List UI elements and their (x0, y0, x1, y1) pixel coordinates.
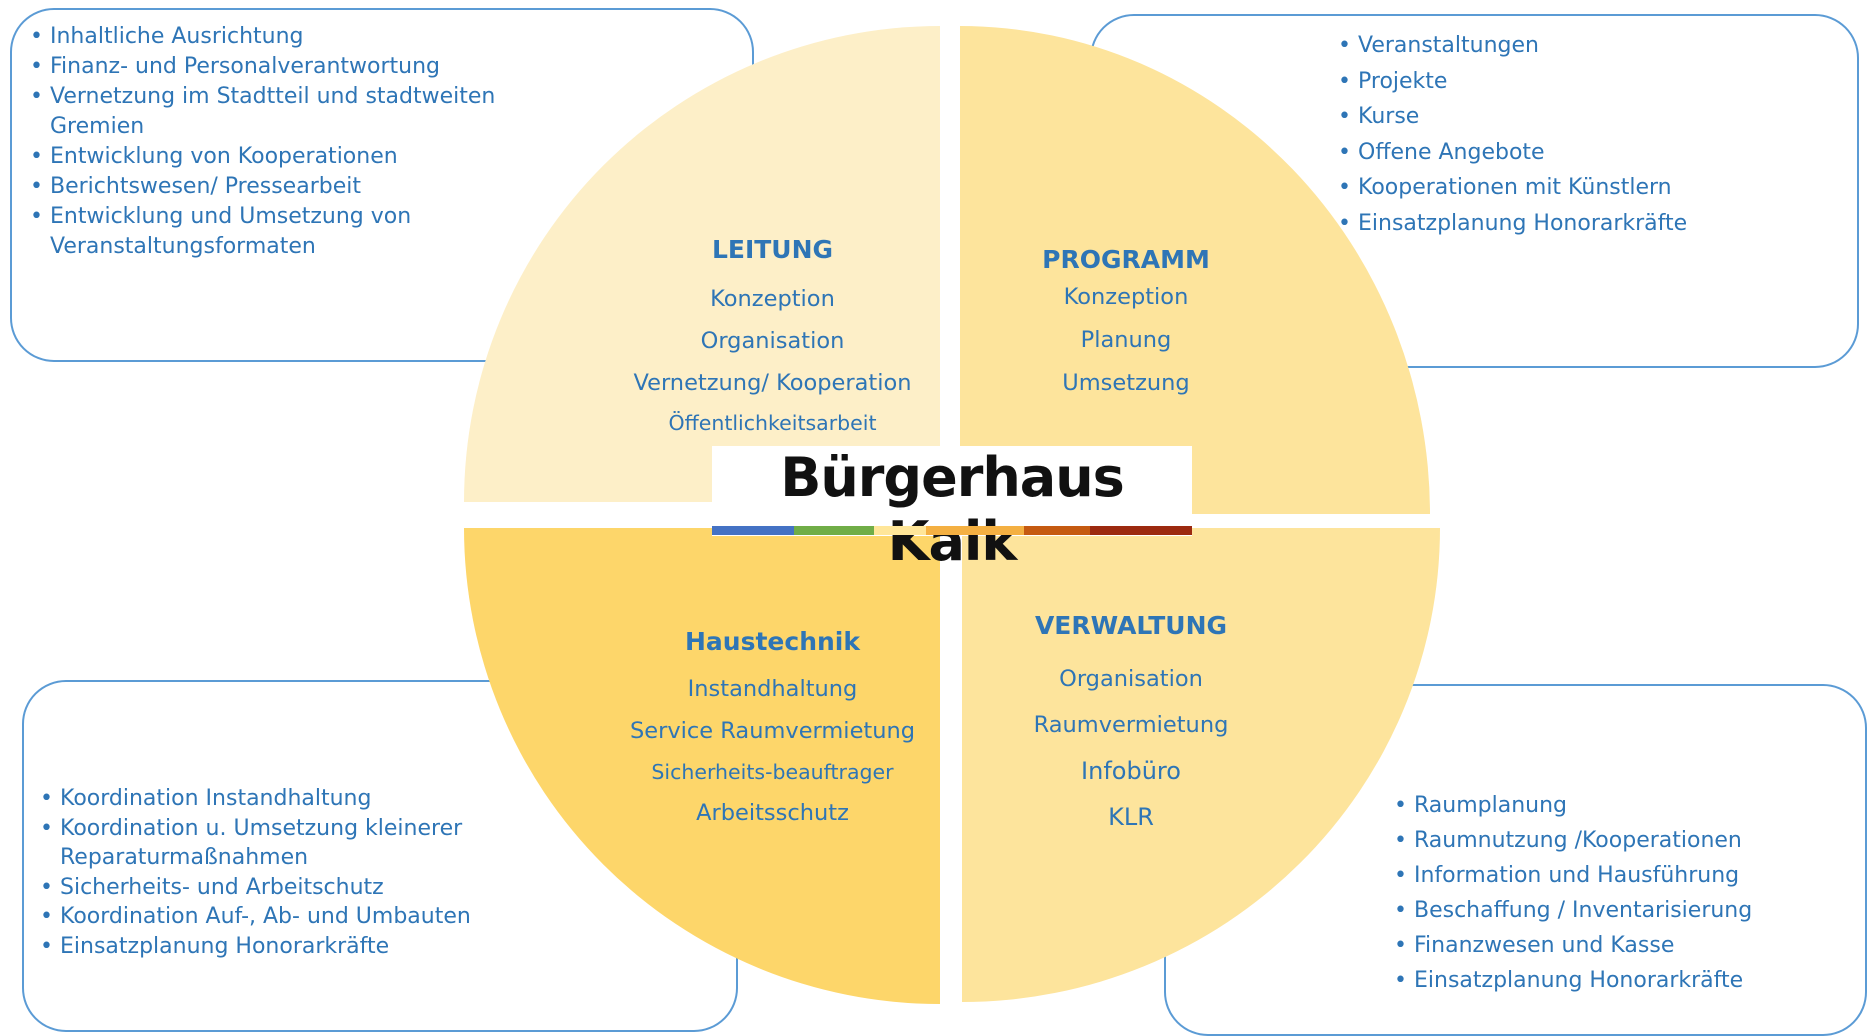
logo-bar-segment (1090, 526, 1192, 535)
bullet-item: Koordination Auf-, Ab- und Umbauten (40, 902, 520, 932)
logo-bar-segment (926, 526, 1024, 535)
logo-color-bar (712, 526, 1192, 535)
bullet-item: Vernetzung im Stadtteil und stadtweiten … (30, 82, 510, 142)
leitung-item: Konzeption (710, 286, 835, 312)
bullet-item: Veranstaltungen (1338, 28, 1778, 64)
bullet-item: Sicherheits- und Arbeitschutz (40, 873, 520, 903)
haustechnik-item: Instandhaltung (687, 676, 858, 702)
quadrant-programm (960, 26, 1430, 514)
programm-title: PROGRAMM (1042, 245, 1210, 274)
bullet-item: Kooperationen mit Künstlern (1338, 170, 1778, 206)
quadrant-haustechnik (464, 528, 940, 1004)
bullet-item: Information und Hausführung (1394, 858, 1834, 893)
verwaltung-detail-list: RaumplanungRaumnutzung /KooperationenInf… (1394, 788, 1834, 998)
bullet-item: Kurse (1338, 99, 1778, 135)
quadrant-leitung (464, 26, 940, 502)
leitung-item: Vernetzung/ Kooperation (633, 370, 912, 396)
bullet-item: Raumnutzung /Kooperationen (1394, 823, 1834, 858)
verwaltung-item: Raumvermietung (1033, 712, 1229, 738)
leitung-title: LEITUNG (711, 235, 834, 264)
verwaltung-text: VERWALTUNG Organisation Raumvermietung I… (1002, 606, 1260, 840)
verwaltung-item: Infobüro (1081, 757, 1181, 785)
haustechnik-title: Haustechnik (685, 627, 860, 656)
logo-bar-segment (712, 526, 794, 535)
bullet-item: Koordination u. Umsetzung kleinerer Repa… (40, 814, 520, 873)
bullet-item: Einsatzplanung Honorarkräfte (1394, 963, 1834, 998)
leitung-detail-list: Inhaltliche AusrichtungFinanz- und Perso… (30, 22, 510, 262)
haustechnik-item: Arbeitsschutz (696, 800, 849, 826)
haustechnik-detail-list: Koordination InstandhaltungKoordination … (40, 784, 520, 961)
bullet-item: Einsatzplanung Honorarkräfte (40, 932, 520, 962)
bullet-item: Inhaltliche Ausrichtung (30, 22, 510, 52)
leitung-item: Organisation (700, 328, 845, 354)
logo-bar-segment (1024, 526, 1090, 535)
bullet-item: Beschaffung / Inventarisierung (1394, 893, 1834, 928)
bullet-item: Raumplanung (1394, 788, 1834, 823)
verwaltung-item: Organisation (1059, 666, 1203, 692)
verwaltung-title: VERWALTUNG (1034, 611, 1228, 640)
quadrant-verwaltung (962, 528, 1440, 1002)
logo-title: Bürgerhaus Kalk (780, 446, 1125, 573)
haustechnik-item: Sicherheits-beauftrager (651, 760, 894, 784)
programm-text: PROGRAMM Konzeption Planung Umsetzung (1010, 240, 1242, 405)
bullet-item: Koordination Instandhaltung (40, 784, 520, 814)
logo-bar-segment (794, 526, 874, 535)
logo-bar-segment (874, 526, 926, 535)
bullet-item: Projekte (1338, 64, 1778, 100)
leitung-item: Öffentlichkeitsarbeit (668, 411, 877, 435)
bullet-item: Finanz- und Personalverantwortung (30, 52, 510, 82)
bullet-item: Einsatzplanung Honorarkräfte (1338, 206, 1778, 242)
buergerhaus-kalk-logo: Bürgerhaus Kalk (712, 446, 1192, 573)
bullet-item: Berichtswesen/ Pressearbeit (30, 172, 510, 202)
haustechnik-item: Service Raumvermietung (629, 718, 916, 744)
bullet-item: Offene Angebote (1338, 135, 1778, 171)
programm-item: Konzeption (1063, 284, 1189, 310)
haustechnik-text: Haustechnik Instandhaltung Service Raumv… (600, 622, 945, 834)
bullet-item: Finanzwesen und Kasse (1394, 928, 1834, 963)
bullet-item: Entwicklung von Kooperationen (30, 142, 510, 172)
programm-detail-list: VeranstaltungenProjekteKurseOffene Angeb… (1338, 28, 1778, 241)
programm-item: Planung (1080, 327, 1172, 353)
bullet-item: Entwicklung und Umsetzung von Veranstalt… (30, 202, 510, 262)
verwaltung-item: KLR (1108, 803, 1154, 831)
programm-item: Umsetzung (1062, 370, 1190, 396)
leitung-text: LEITUNG Konzeption Organisation Vernetzu… (600, 230, 945, 442)
